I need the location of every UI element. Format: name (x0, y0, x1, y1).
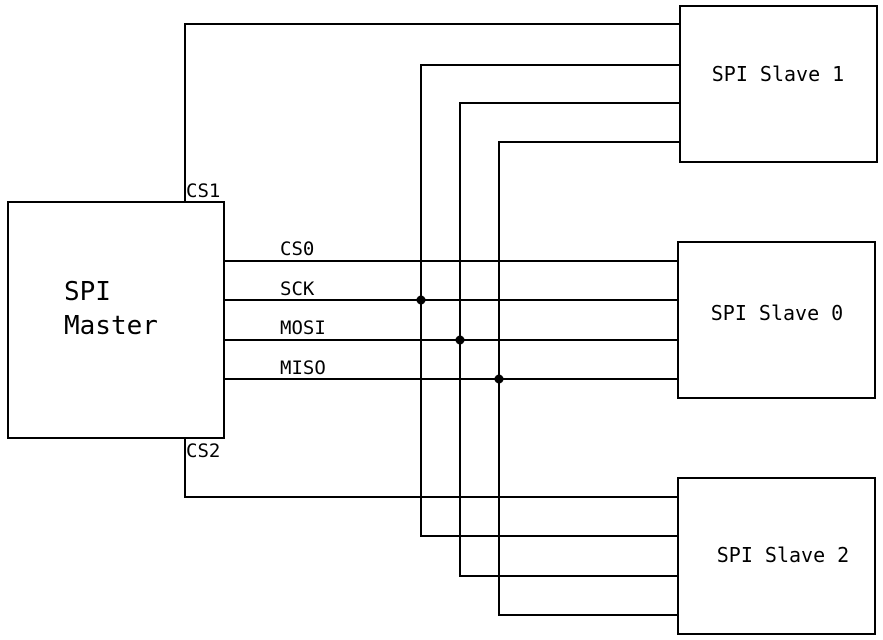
pin-label-mosi: MOSI (280, 317, 326, 339)
spi-slave-0-block (677, 241, 876, 399)
slave-2-label: SPI Slave 2 (717, 543, 849, 567)
junction-miso-dot (494, 374, 504, 384)
slave-1-label: SPI Slave 1 (712, 62, 844, 86)
pin-label-cs0: CS0 (280, 238, 314, 260)
slave-0-label: SPI Slave 0 (711, 301, 843, 325)
spi-master-block (7, 201, 225, 439)
pin-label-miso: MISO (280, 357, 326, 379)
pin-label-cs1: CS1 (186, 180, 220, 202)
spi-slave-2-block (677, 477, 876, 635)
junction-sck-dot (416, 295, 426, 305)
spi-slave-1-block (679, 5, 878, 163)
pin-label-sck: SCK (280, 278, 315, 300)
wire-cs1 (184, 23, 680, 202)
master-label-line2: Master (64, 311, 158, 341)
junction-mosi-dot (455, 335, 465, 345)
master-label-line1: SPI (64, 277, 111, 307)
wire-cs2 (184, 438, 678, 498)
pin-label-cs2: CS2 (186, 440, 220, 462)
